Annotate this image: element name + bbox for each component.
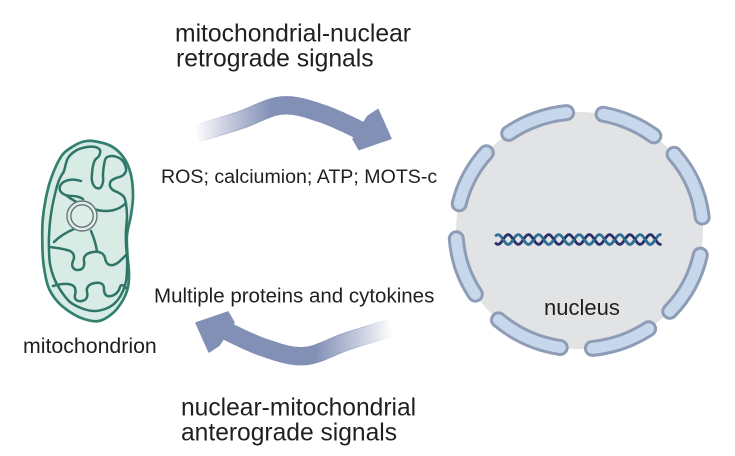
svg-text:mitochondrion: mitochondrion [23,334,157,358]
svg-text:retrograde signals: retrograde signals [176,46,374,73]
svg-text:Multiple proteins and cytokine: Multiple proteins and cytokines [154,285,434,308]
svg-text:anterograde signals: anterograde signals [181,420,397,447]
svg-text:nucleus: nucleus [544,295,620,320]
svg-text:ROS; calciumion; ATP; MOTS-c: ROS; calciumion; ATP; MOTS-c [161,166,437,188]
svg-text:mitochondrial-nuclear: mitochondrial-nuclear [175,21,411,48]
svg-text:nuclear-mitochondrial: nuclear-mitochondrial [181,395,416,422]
